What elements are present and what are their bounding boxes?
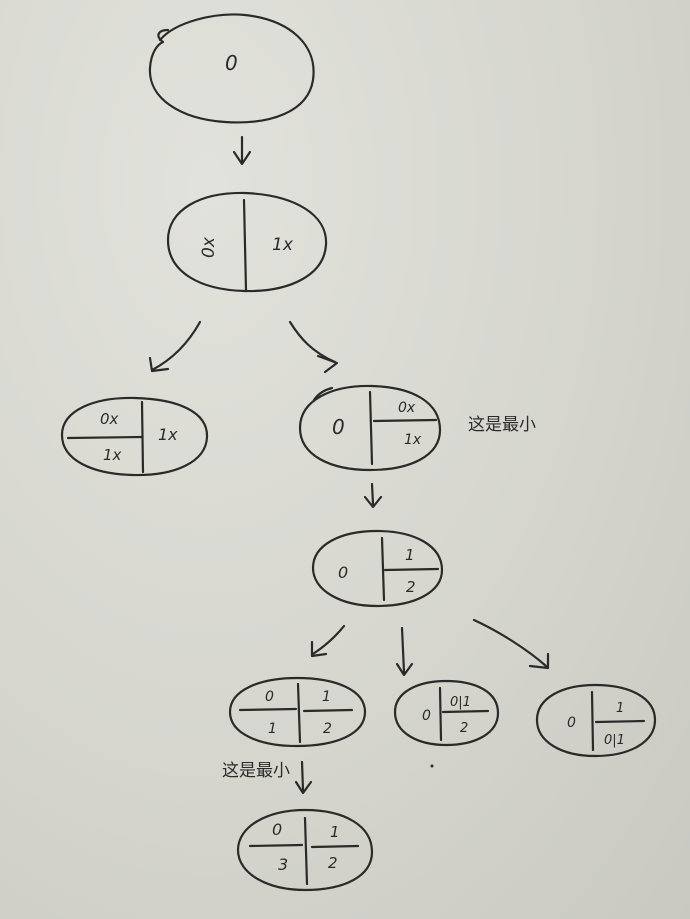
level1-node: 0x 1x bbox=[166, 191, 328, 293]
level2-left-bottom: 1x bbox=[103, 446, 122, 464]
level1-left: 0x bbox=[199, 236, 219, 258]
level2-right-top: 0x bbox=[398, 400, 416, 416]
level5-divider-h1 bbox=[248, 843, 304, 848]
level4-mid-right-bottom: 2 bbox=[460, 721, 468, 736]
level2-right-divider-v bbox=[368, 390, 374, 466]
level2-right-divider-h bbox=[372, 418, 438, 423]
level2-left-divider-h bbox=[66, 435, 144, 440]
level2-right-bottom: 1x bbox=[404, 432, 422, 448]
level5-right-top: 1 bbox=[330, 823, 340, 841]
level4-mid-ellipse bbox=[393, 679, 500, 747]
level4-right-ellipse bbox=[535, 683, 657, 758]
level2-left-node: 0x 1x 1x bbox=[60, 396, 209, 477]
level1-divider bbox=[242, 198, 248, 292]
level3-right-bottom: 2 bbox=[406, 578, 416, 596]
arrow-level1-to-right bbox=[288, 320, 339, 374]
arrow-level3-to-left bbox=[310, 624, 346, 658]
root-value: 0 bbox=[225, 51, 238, 75]
level2-right-node: 0 0x 1x 这是最小 bbox=[298, 384, 536, 472]
level5-divider-h2 bbox=[310, 844, 360, 849]
level5-divider-v bbox=[303, 816, 309, 886]
level5-node: 0 3 1 2 bbox=[236, 808, 374, 892]
level4-left-right-top: 1 bbox=[322, 689, 331, 705]
level4-mid-left: 0 bbox=[422, 708, 431, 724]
level2-right-scribble bbox=[312, 386, 334, 402]
level3-ellipse bbox=[311, 529, 444, 608]
level4-left-divider-v bbox=[296, 682, 302, 744]
level3-node: 0 1 2 bbox=[311, 529, 444, 608]
arrow-level2-to-level3 bbox=[363, 482, 383, 509]
level4-left-right-bottom: 2 bbox=[323, 721, 332, 737]
level2-left-right: 1x bbox=[158, 425, 178, 444]
level3-right-top: 1 bbox=[405, 546, 415, 564]
level3-divider-v bbox=[380, 536, 386, 602]
level2-left-top: 0x bbox=[100, 410, 119, 428]
arrow-level3-to-right bbox=[472, 618, 550, 670]
level4-mid-divider-v bbox=[438, 686, 443, 742]
level4-mid-node: 0 0|1 2 bbox=[393, 679, 500, 747]
level4-right-left: 0 bbox=[567, 715, 576, 731]
level4-right-right-bottom: 0|1 bbox=[604, 733, 625, 748]
level1-right: 1x bbox=[272, 235, 294, 255]
level3-left: 0 bbox=[338, 563, 348, 582]
level5-right-bottom: 2 bbox=[328, 854, 338, 872]
level1-ellipse bbox=[166, 191, 328, 293]
level4-left-node: 0 1 1 2 bbox=[228, 676, 367, 748]
level5-left-bottom: 3 bbox=[278, 855, 288, 874]
arrow-level4-to-level5 bbox=[294, 760, 313, 795]
arrow-root-to-level1 bbox=[232, 135, 252, 166]
level4-right-divider-v bbox=[590, 690, 595, 752]
level3-divider-h bbox=[383, 567, 440, 572]
root-node: 0 bbox=[148, 13, 315, 124]
level4-mid-divider-h bbox=[441, 709, 490, 714]
level4-left-left-top: 0 bbox=[265, 689, 274, 705]
level4-right-divider-h bbox=[594, 719, 646, 724]
level4-left-left-bottom: 1 bbox=[268, 721, 277, 737]
level2-right-note: 这是最小 bbox=[468, 415, 536, 435]
level2-right-ellipse bbox=[298, 384, 442, 472]
root-ellipse bbox=[148, 13, 315, 124]
arrow-level1-to-left bbox=[148, 320, 202, 373]
level4-right-right-top: 1 bbox=[616, 701, 624, 716]
arrow-level3-to-mid bbox=[395, 626, 414, 677]
level5-left-top: 0 bbox=[272, 820, 282, 839]
stray-mark bbox=[430, 764, 434, 768]
level4-left-divider-h2 bbox=[302, 708, 354, 713]
level4-left-divider-h1 bbox=[238, 707, 298, 712]
level4-left-ellipse bbox=[228, 676, 367, 748]
level2-right-left: 0 bbox=[332, 415, 345, 439]
level5-note: 这是最小 bbox=[222, 761, 290, 781]
level2-left-ellipse bbox=[60, 396, 209, 477]
level4-right-node: 0 1 0|1 bbox=[535, 683, 657, 758]
level4-mid-right-top: 0|1 bbox=[450, 695, 471, 710]
level5-ellipse bbox=[236, 808, 374, 892]
